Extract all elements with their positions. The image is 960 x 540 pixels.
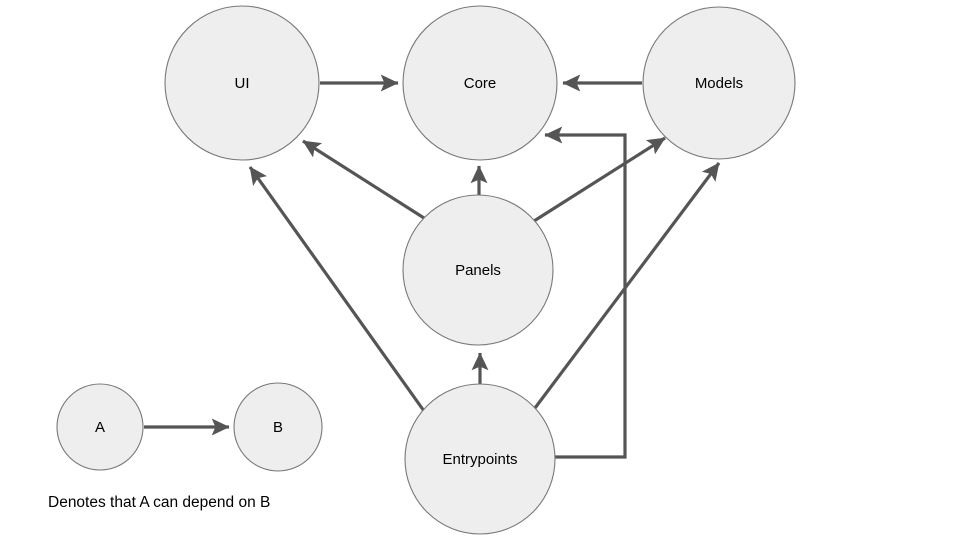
node-core-label: Core — [464, 75, 497, 92]
edge-panels-to-models — [533, 136, 666, 223]
node-entrypoints-label: Entrypoints — [442, 451, 517, 468]
edge-entrypoints-to-core — [544, 126, 627, 459]
node-core[interactable]: Core — [402, 5, 558, 161]
node-panels-label: Panels — [455, 262, 501, 279]
node-models-circle[interactable] — [642, 6, 796, 160]
legend-node-a-label: A — [95, 419, 105, 436]
node-entrypoints-circle[interactable] — [404, 383, 556, 535]
node-ui[interactable]: UI — [164, 5, 320, 161]
edge-entrypoints-to-ui — [248, 166, 426, 412]
node-panels[interactable]: Panels — [402, 194, 554, 346]
node-ui-label: UI — [235, 75, 250, 92]
node-core-circle[interactable] — [402, 5, 558, 161]
node-models[interactable]: Models — [642, 6, 796, 160]
node-panels-circle[interactable] — [402, 194, 554, 346]
legend-caption: Denotes that A can depend on B — [48, 494, 270, 511]
legend-node-a: A — [56, 383, 144, 471]
node-models-label: Models — [695, 75, 743, 92]
node-ui-circle[interactable] — [164, 5, 320, 161]
legend-node-b-circle — [233, 382, 323, 472]
legend: A B Denotes that A can depend on B — [48, 382, 323, 511]
legend-node-b: B — [233, 382, 323, 472]
node-entrypoints[interactable]: Entrypoints — [404, 383, 556, 535]
legend-node-a-circle — [56, 383, 144, 471]
edge-layer — [248, 74, 721, 459]
node-layer: UI Core Models Panels Entrypoints — [164, 5, 796, 535]
edge-panels-to-ui — [302, 139, 425, 220]
legend-node-b-label: B — [273, 419, 283, 436]
